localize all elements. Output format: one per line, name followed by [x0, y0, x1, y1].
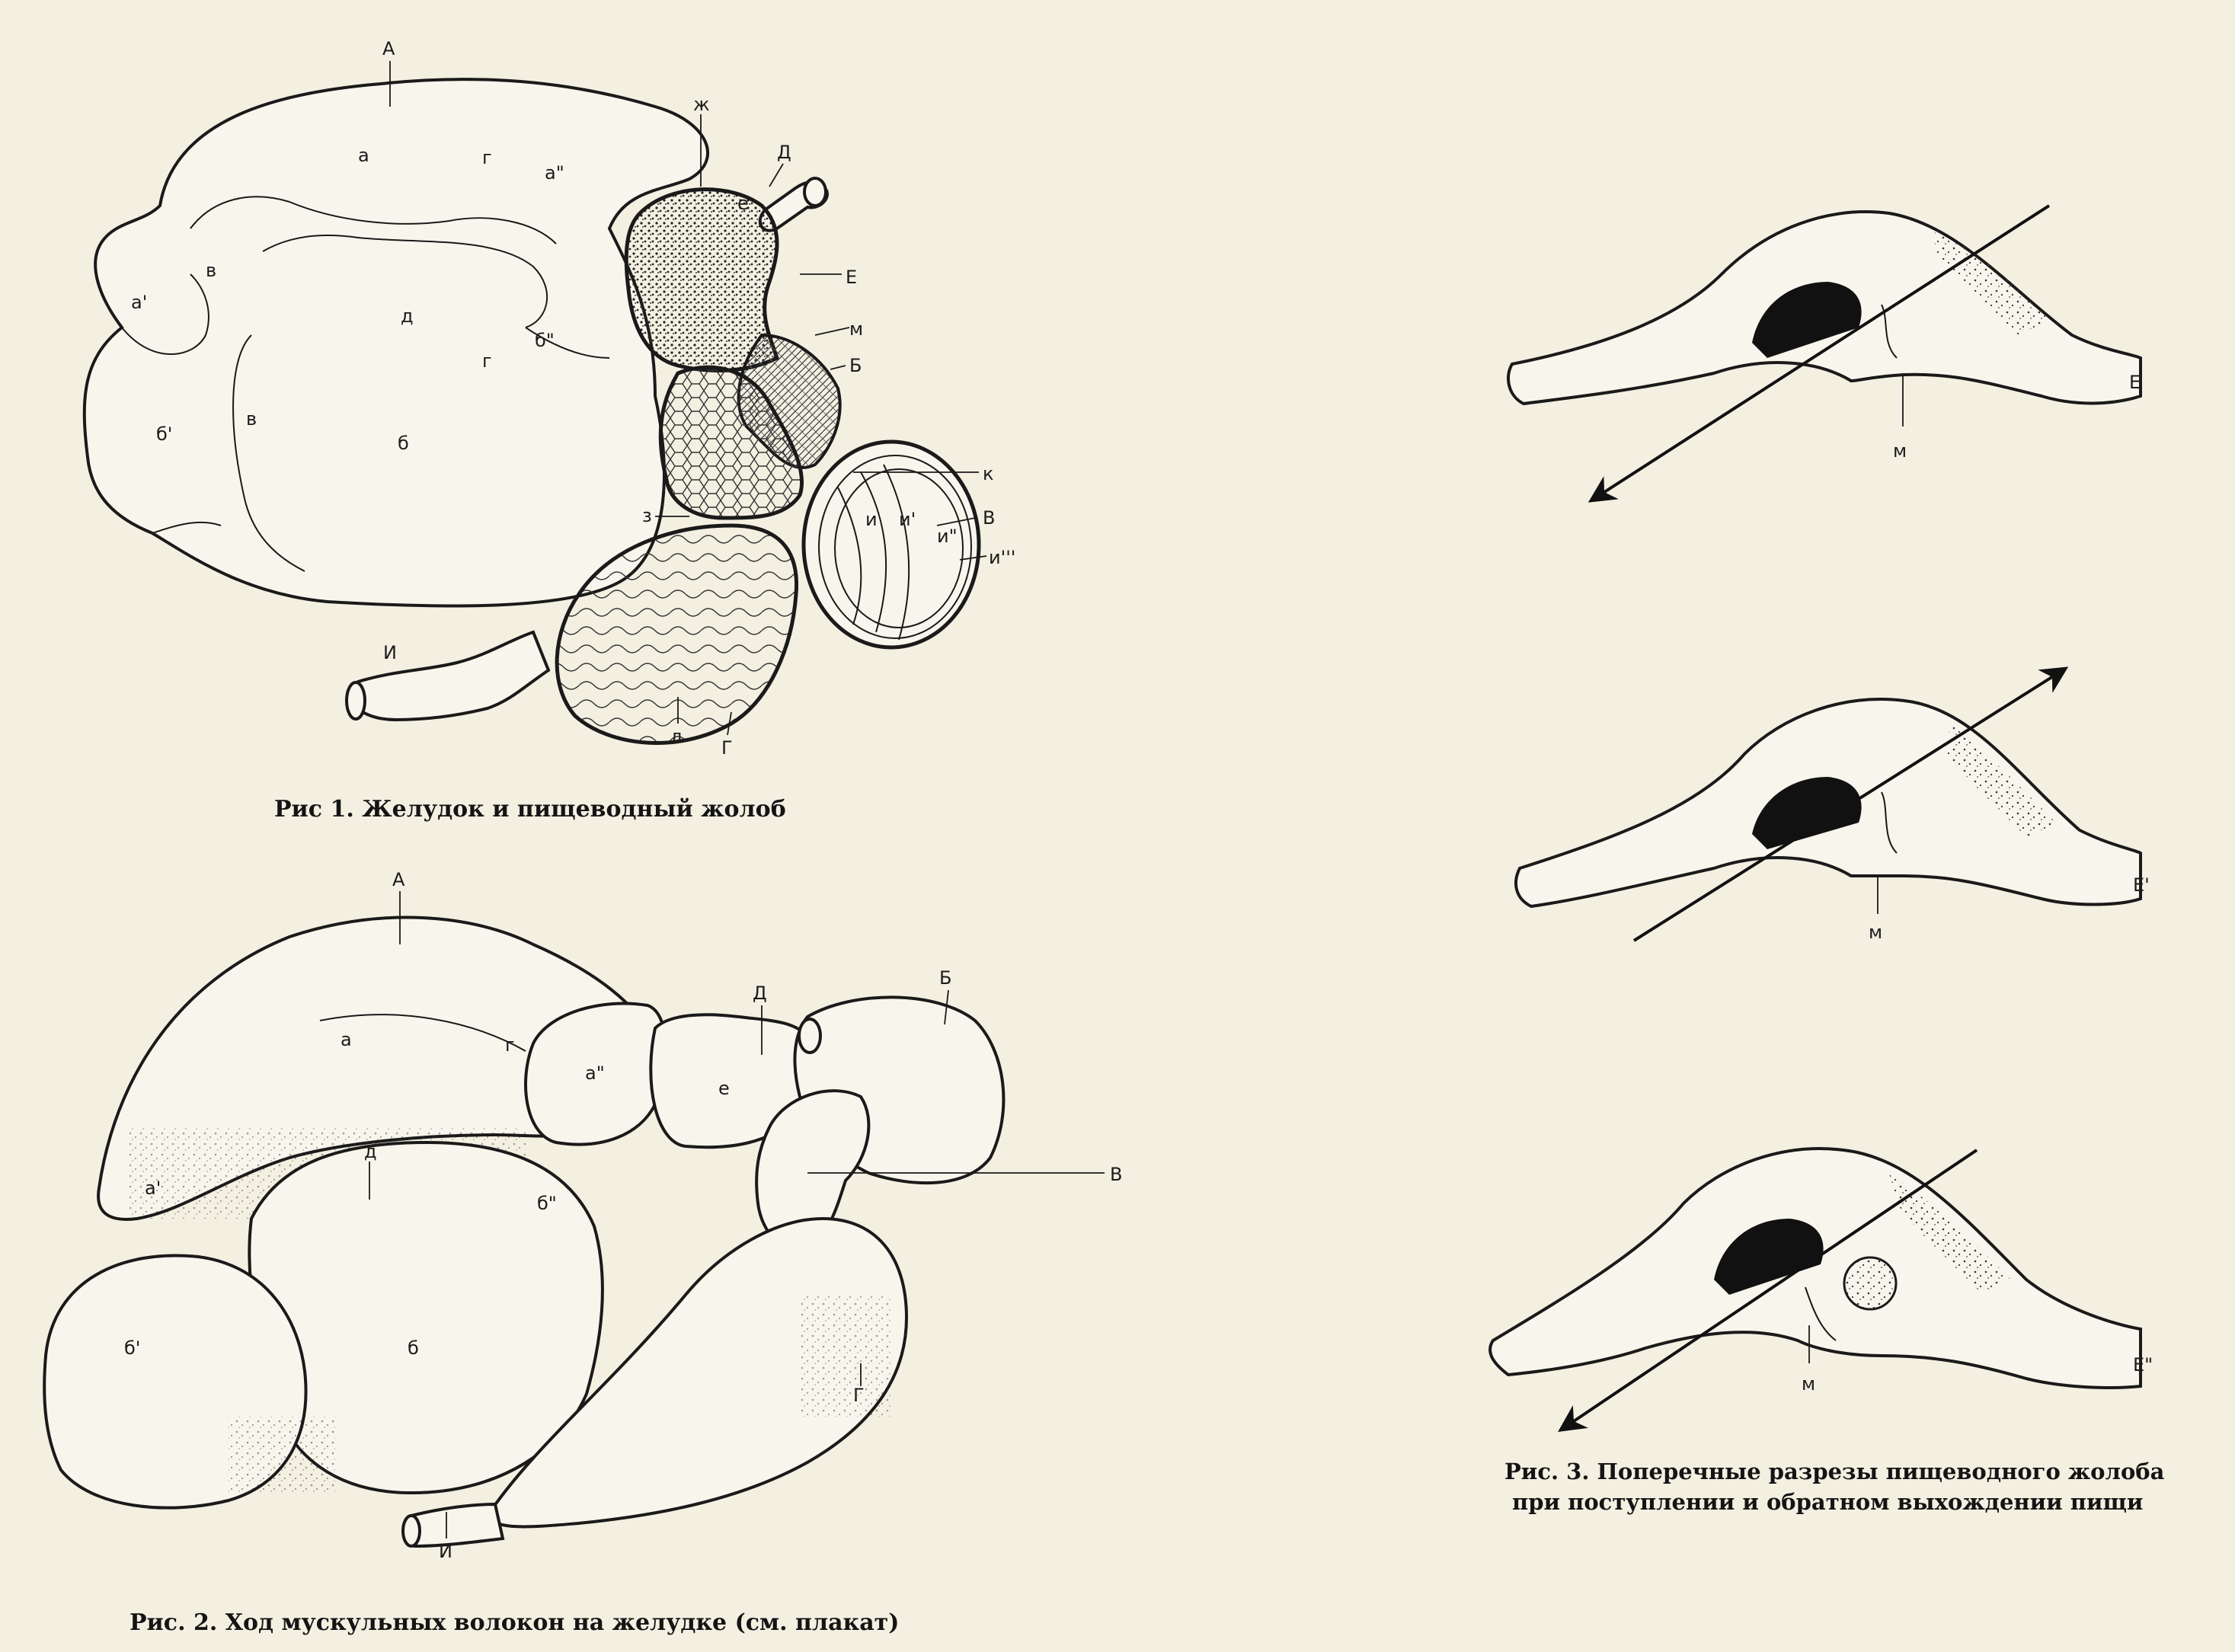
fig3-section-E1-label: Е'	[2133, 874, 2150, 896]
fig3-section-E1-dark-fold	[1752, 777, 1862, 849]
fig2-leader-lines	[369, 891, 1105, 1539]
figure-1-stomach-section: А а г а" ж Д е а' в д Е м Б б" г б' в б …	[82, 38, 1015, 823]
fig3-section-E2-arrow	[1558, 1149, 1978, 1433]
fig2-label-B: Б	[939, 967, 951, 989]
fig3-section-E2-m: м	[1802, 1373, 1815, 1395]
fig2-duodenum-opening	[401, 1514, 421, 1548]
fig1-label-i2: и"	[937, 526, 958, 547]
fig2-label-b: б	[408, 1337, 419, 1359]
fig2-shading	[800, 1295, 891, 1417]
fig1-groove-line	[232, 334, 305, 572]
fig1-esophagus-opening	[803, 177, 827, 207]
fig2-label-d: д	[364, 1141, 377, 1162]
fig2-reticular-fold	[755, 1089, 871, 1252]
fig3-section-E-label: Е	[2129, 372, 2141, 393]
fig2-label-V: В	[1110, 1164, 1122, 1185]
fig2-label-a1: а'	[145, 1177, 161, 1199]
fig2-caption: Рис. 2. Ход мускульных волокон на желудк…	[129, 1609, 899, 1636]
fig3-section-E2-lip	[1805, 1286, 1837, 1341]
fig1-label-E: Е	[846, 267, 857, 288]
fig1-psalterium-leaves	[837, 464, 910, 641]
fig1-label-G: Г	[721, 737, 733, 759]
fig1-groove-line	[190, 196, 557, 244]
fig1-cranial-sac	[121, 273, 209, 355]
fig1-duodenum	[348, 630, 551, 722]
fig2-label-e: е	[718, 1078, 730, 1099]
fig2-label-b1: б'	[124, 1337, 140, 1359]
fig3-caption-line1: Рис. 3. Поперечные разрезы пищеводного ж…	[1504, 1459, 2165, 1484]
fig2-labels: А Д Б а г а" е В а' д б" б' б Г И	[124, 869, 1122, 1562]
fig3-section-E2-dark-fold	[1714, 1219, 1824, 1295]
fig2-label-b2: б"	[537, 1193, 557, 1214]
figure-3-groove-sections: Е м Е' м Е" м Рис. 3. Поперечные разр	[1488, 204, 2165, 1515]
fig2-label-D: Д	[753, 983, 767, 1004]
fig1-label-D: Д	[777, 142, 791, 163]
fig1-label-i1: и'	[899, 509, 916, 530]
fig1-label-i: и	[865, 509, 878, 530]
fig1-label-zh: ж	[693, 94, 710, 115]
fig3-section-E1: Е' м	[1514, 666, 2150, 943]
fig2-label-a2: а"	[585, 1062, 605, 1084]
fig2-esophagus-opening	[798, 1018, 822, 1054]
fig2-shading	[229, 1417, 335, 1493]
fig3-section-E-shading	[1935, 228, 2049, 335]
fig3-section-E-arrow	[1588, 204, 2051, 503]
fig3-section-E1-lip	[1881, 791, 1898, 854]
fig1-groove-line	[152, 521, 222, 534]
fig1-label-b1: б'	[156, 423, 172, 445]
fig1-groove-line	[525, 327, 610, 359]
fig1-label-g2: г	[482, 350, 492, 372]
fig3-section-E-m: м	[1893, 440, 1907, 462]
fig1-label-A: А	[382, 38, 395, 59]
fig1-label-a2: а"	[545, 162, 564, 184]
fig3-section-E2-label: Е"	[2133, 1354, 2153, 1376]
fig1-label-a1: а'	[131, 292, 147, 313]
fig1-abomasum	[555, 523, 799, 745]
fig2-duodenum	[409, 1502, 505, 1548]
fig3-section-E2-wall	[1488, 1147, 2142, 1389]
fig3-section-E: Е м	[1507, 204, 2142, 503]
fig1-leader-lines	[389, 61, 987, 736]
fig1-label-z: з	[642, 505, 652, 526]
fig1-label-e: е	[737, 193, 749, 214]
fig3-section-E1-m: м	[1869, 922, 1882, 943]
fig1-label-V: В	[983, 507, 995, 529]
fig1-label-I: И	[383, 642, 397, 663]
fig3-section-E1-shading	[1946, 724, 2057, 838]
fig1-rumen-outline	[82, 78, 710, 608]
fig1-label-b2: б"	[535, 330, 555, 351]
fig1-label-d: д	[401, 305, 414, 327]
fig2-label-I: И	[439, 1541, 452, 1562]
fig1-label-B: Б	[849, 355, 862, 376]
fig3-caption-line2: при поступлении и обратном выхождении пи…	[1512, 1489, 2143, 1515]
figure-2-muscle-fibers: А Д Б а г а" е В а' д б" б' б Г И Рис. 2…	[43, 869, 1122, 1636]
fig2-label-g: г	[505, 1034, 515, 1056]
fig1-label-v2: в	[246, 408, 257, 430]
fig3-section-E2: Е" м	[1488, 1147, 2153, 1433]
fig1-label-g1: г	[482, 147, 492, 168]
fig1-label-b: б	[398, 433, 409, 454]
fig3-section-E-lip	[1881, 304, 1898, 359]
fig2-label-a: а	[341, 1029, 352, 1050]
fig1-label-a: а	[358, 145, 369, 166]
fig1-label-m: м	[849, 318, 863, 340]
fig3-section-E2-closed-lip	[1843, 1256, 1898, 1311]
fig2-fiber-line	[319, 1014, 526, 1052]
fig1-label-k: к	[983, 463, 994, 484]
fig2-label-G: Г	[853, 1385, 865, 1406]
fig1-labels: А а г а" ж Д е а' в д Е м Б б" г б' в б …	[131, 38, 1015, 759]
fig1-label-v1: в	[206, 260, 216, 281]
fig1-omasum	[658, 365, 804, 520]
fig2-label-A: А	[392, 869, 405, 890]
fig1-dorsal-blind-sac	[262, 235, 548, 328]
fig3-section-E-dark-fold	[1752, 282, 1862, 358]
fig1-label-l: л	[670, 726, 682, 747]
fig3-section-E2-shading	[1889, 1173, 2011, 1295]
fig1-label-i3: и'''	[989, 547, 1015, 568]
fig1-caption: Рис 1. Желудок и пищеводный жолоб	[274, 796, 786, 823]
fig3-section-E1-arrow	[1632, 666, 2069, 942]
fig1-duodenum-opening	[345, 681, 366, 721]
